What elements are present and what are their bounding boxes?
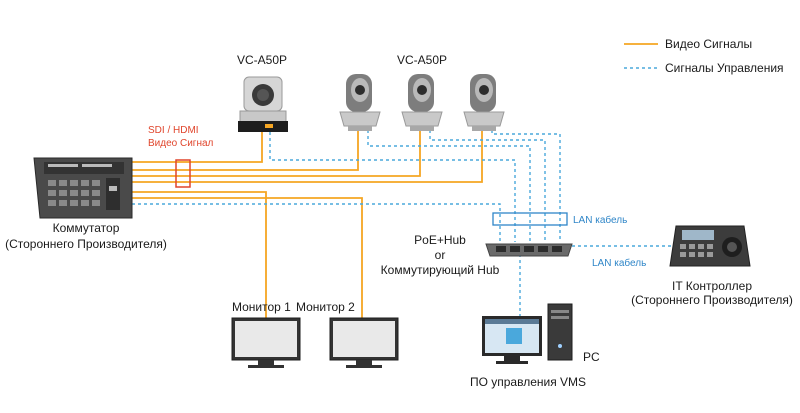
hub-label-1: PoE+Hub — [414, 233, 466, 247]
switcher-tbar — [106, 178, 120, 210]
video-line-ptz-3 — [132, 130, 483, 183]
monitor-1 — [231, 317, 301, 368]
video-line-ptz-1 — [132, 130, 359, 171]
control-line-ptz-2 — [429, 130, 546, 242]
control-line-ptz-1 — [367, 130, 531, 242]
box-camera-base — [238, 121, 288, 132]
monitor-1-screen — [235, 321, 297, 357]
lan-bundle-marker — [492, 212, 568, 226]
switcher-label-2: (Стороннего Производителя) — [5, 237, 167, 251]
switcher-device — [33, 157, 133, 219]
monitor-1-label: Монитор 1 — [232, 300, 291, 314]
legend-video-label: Видео Сигналы — [665, 37, 752, 51]
vms-monitor — [482, 316, 542, 364]
controller-display — [682, 230, 714, 240]
lan-cable-label-2: LAN кабель — [592, 257, 646, 269]
controller-label-2: (Стороннего Производителя) — [631, 293, 793, 307]
monitor-2 — [329, 317, 399, 368]
video-line-monitor-2 — [132, 197, 363, 318]
control-line-box-camera — [269, 132, 516, 242]
vms-logo-icon — [506, 328, 522, 344]
ptz-camera-2 — [401, 74, 443, 131]
box-camera-label: VC-A50P — [237, 53, 287, 67]
switcher-label-1: Коммутатор — [53, 221, 120, 235]
lan-cable-label-1: LAN кабель — [573, 214, 627, 226]
pc-power-led — [558, 344, 562, 348]
video-signal-label: Видео Сигнал — [148, 138, 214, 149]
ptz-group-label: VC-A50P — [397, 53, 447, 67]
control-lines — [132, 130, 676, 318]
video-lines — [132, 130, 483, 318]
legend-control-label: Сигналы Управления — [665, 61, 784, 75]
monitor-2-screen — [333, 321, 395, 357]
control-line-ptz-3 — [491, 130, 561, 242]
vms-label: ПО управления VMS — [470, 375, 586, 389]
ptz-camera-3-lens — [479, 85, 489, 95]
sdi-hdmi-marker — [175, 159, 191, 188]
control-line-switcher — [132, 203, 501, 242]
poe-hub-device — [485, 243, 573, 257]
monitor-2-label: Монитор 2 — [296, 300, 355, 314]
legend: Видео Сигналы Сигналы Управления — [624, 37, 784, 75]
hub-label-3: Коммутирующий Hub — [381, 263, 500, 277]
switcher-buttons — [48, 180, 100, 206]
it-controller-device — [669, 225, 751, 267]
pc-label: PC — [583, 350, 600, 364]
ptz-camera-2-lens — [417, 85, 427, 95]
ptz-camera-1 — [339, 74, 381, 131]
hub-label-2: or — [435, 248, 446, 262]
pc-tower — [547, 303, 573, 361]
video-line-monitor-1 — [132, 191, 267, 318]
controller-label-1: IT Контроллер — [672, 279, 752, 293]
box-camera: VC-A50P — [237, 53, 288, 132]
sdi-hdmi-label: SDI / HDMI — [148, 125, 199, 136]
ptz-camera-3 — [463, 74, 505, 131]
ptz-camera-1-lens — [355, 85, 365, 95]
